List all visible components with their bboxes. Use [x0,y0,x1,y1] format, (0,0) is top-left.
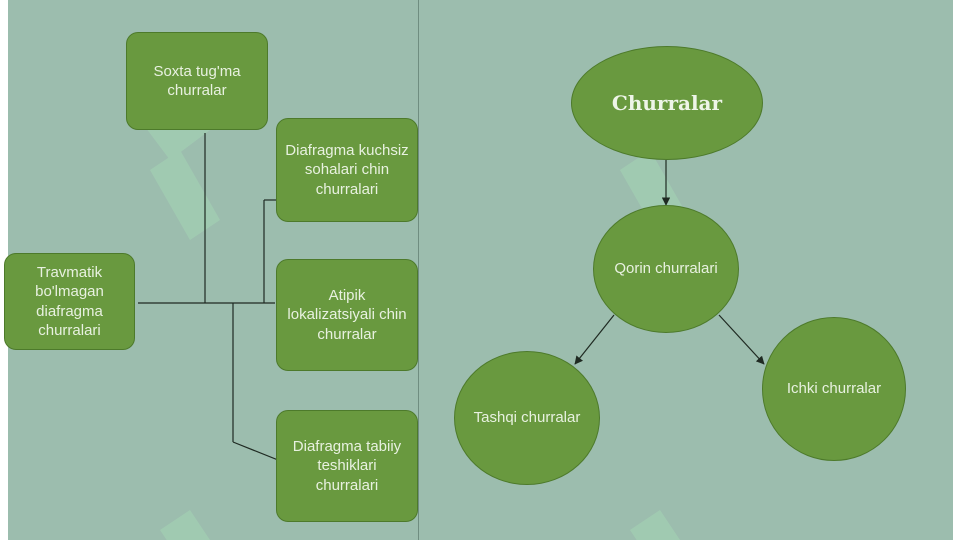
node-travmatik-bolmagan: Travmatik bo'lmagan diafragma churralari [4,253,135,350]
node-kuchsiz-sohalar: Diafragma kuchsiz sohalari chin churrala… [276,118,418,222]
node-ichki-churralar: Ichki churralar [762,317,906,461]
column-divider [418,0,419,540]
arrow-center-to-tashqi [574,314,615,365]
node-soxta-tugma: Soxta tug'ma churralar [126,32,268,130]
node-qorin-churralari: Qorin churralari [593,205,739,333]
slide-right-margin [953,0,961,540]
node-atipik-lokalizatsiya: Atipik lokalizatsiyali chin churralar [276,259,418,371]
node-churralar-root: Churralar [571,46,763,160]
arrow-center-to-ichki [718,314,765,365]
node-tabiiy-teshiklar: Diafragma tabiiy teshiklari churralari [276,410,418,522]
node-tashqi-churralar: Tashqi churralar [454,351,600,485]
